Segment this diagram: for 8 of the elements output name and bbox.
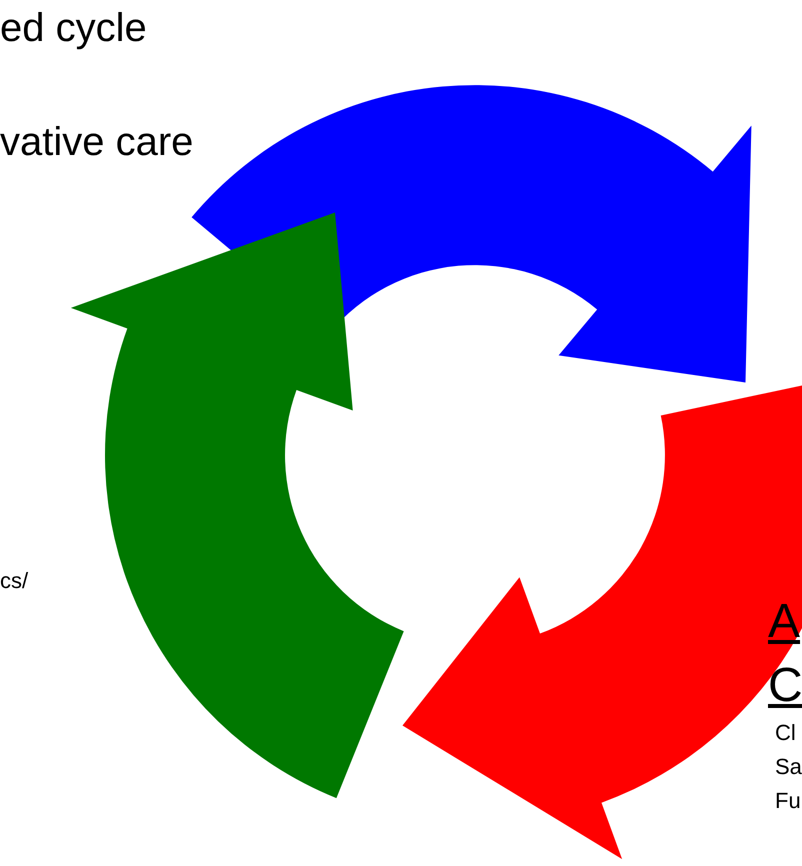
heading-fragment: A <box>768 598 800 646</box>
text-fragment: Sa <box>775 756 802 778</box>
text-fragment: ed cycle <box>0 8 147 48</box>
text-fragment: Fu <box>775 790 801 812</box>
text-fragment: cs/ <box>0 570 28 592</box>
text-fragment: vative care <box>0 122 194 162</box>
heading-fragment: C <box>768 662 802 710</box>
text-fragment: Cl <box>775 722 796 744</box>
